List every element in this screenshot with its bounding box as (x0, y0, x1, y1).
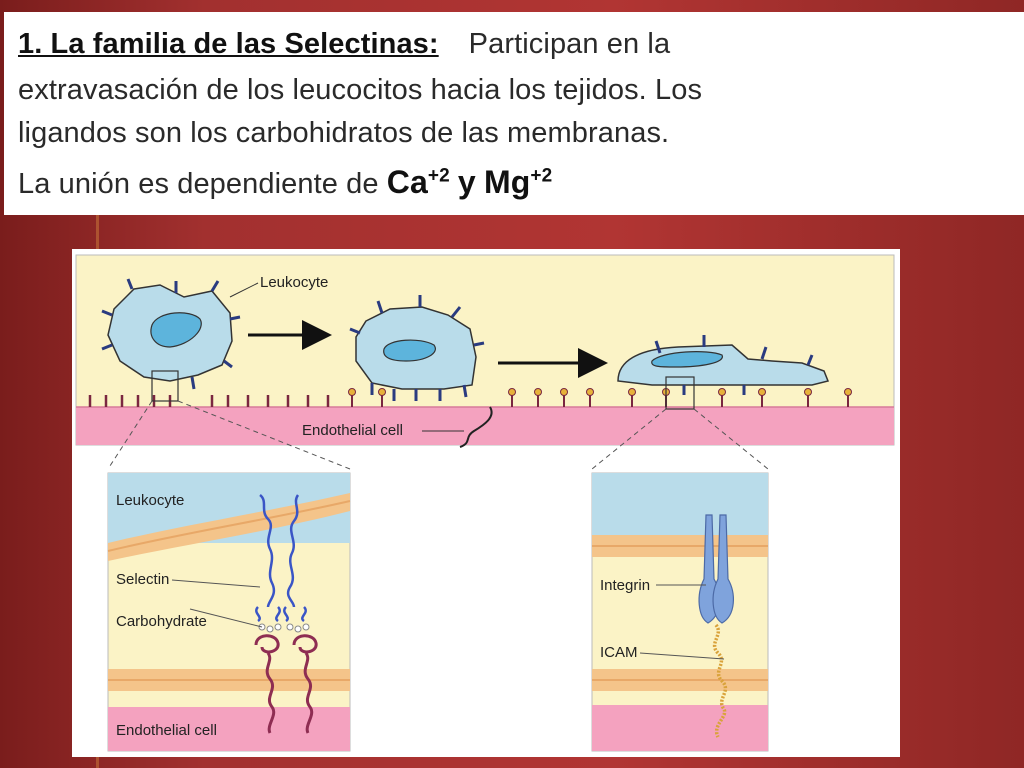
label-endothelial-top: Endothelial cell (302, 422, 403, 439)
label-selectin: Selectin (116, 571, 169, 588)
top-endothelium-band (76, 407, 894, 445)
figure-svg: Leukocyte Endothelial cell (75, 254, 895, 752)
zoom-guide-lines (107, 400, 769, 470)
label-carbohydrate: Carbohydrate (116, 613, 207, 630)
label-leukocyte-top: Leukocyte (260, 274, 328, 291)
endothelial-ligands-with-heads (348, 388, 852, 407)
label-icam: ICAM (600, 644, 638, 661)
ion-magnesium: Mg+2 (484, 164, 553, 200)
label-endothelial-detail: Endothelial cell (116, 722, 217, 739)
line4-text: La unión es dependiente de (18, 168, 379, 200)
extravasation-figure: Leukocyte Endothelial cell (72, 249, 900, 757)
ion-calcium: Ca+2 (386, 164, 450, 200)
line1-text: Participan en la (468, 28, 671, 60)
label-integrin: Integrin (600, 577, 650, 594)
leukocyte-rolling-1 (101, 278, 241, 390)
detail-selectin-panel: Leukocyte Selectin Carbohydrate Endothel… (107, 472, 351, 752)
zoom-box-right (665, 376, 695, 410)
slide-heading: 1. La familia de las Selectinas: (18, 28, 439, 60)
ion-joiner: y (457, 164, 476, 200)
label-leukocyte-detail: Leukocyte (116, 492, 184, 509)
leukocyte-adhering-2 (349, 295, 485, 401)
zoom-box-left (151, 370, 179, 402)
leukocyte-spreading-3 (617, 335, 830, 395)
text-line-4: La unión es dependiente de Ca+2 y Mg+2 (18, 164, 552, 201)
detail-integrin-panel: Integrin ICAM (591, 472, 769, 752)
slide-text-box: 1. La familia de las Selectinas: Particip… (4, 12, 1024, 215)
text-line-2: extravasación de los leucocitos hacia lo… (18, 74, 703, 106)
transmigration-tail (459, 406, 493, 448)
text-line-3: ligandos son los carbohidratos de las me… (18, 117, 670, 149)
text-line-1: 1. La familia de las Selectinas: Particip… (18, 28, 670, 61)
